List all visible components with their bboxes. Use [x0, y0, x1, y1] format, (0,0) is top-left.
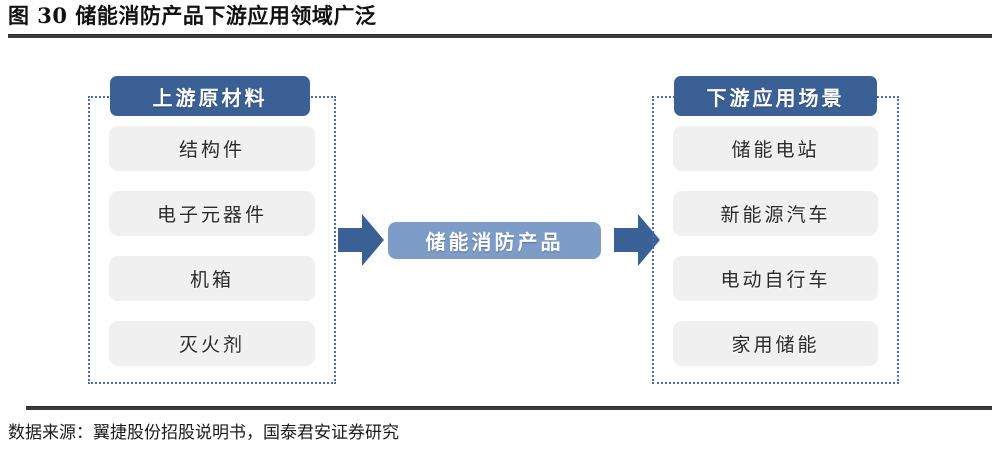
list-item[interactable]: 机箱 — [109, 256, 315, 301]
upstream-column-header: 上游原材料 — [110, 76, 310, 116]
downstream-column: 下游应用场景 储能电站 新能源汽车 电动自行车 家用储能 — [652, 76, 899, 384]
figure-title: 图 30 储能消防产品下游应用领域广泛 — [8, 3, 377, 28]
arrow-right-icon — [338, 212, 384, 268]
downstream-item-list: 储能电站 新能源汽车 电动自行车 家用储能 — [673, 126, 878, 366]
list-item[interactable]: 电子元器件 — [109, 191, 315, 236]
title-divider — [8, 34, 992, 38]
source-divider — [26, 406, 992, 410]
source-note: 数据来源：翼捷股份招股说明书，国泰君安证券研究 — [8, 423, 399, 443]
list-item[interactable]: 储能电站 — [673, 126, 878, 171]
center-product-box[interactable]: 储能消防产品 — [388, 222, 601, 259]
upstream-column: 上游原材料 结构件 电子元器件 机箱 灭火剂 — [88, 76, 336, 384]
downstream-column-header: 下游应用场景 — [674, 76, 877, 116]
list-item[interactable]: 家用储能 — [673, 321, 878, 366]
list-item[interactable]: 新能源汽车 — [673, 191, 878, 236]
arrow-right-icon — [614, 212, 660, 268]
list-item[interactable]: 灭火剂 — [109, 321, 315, 366]
upstream-item-list: 结构件 电子元器件 机箱 灭火剂 — [109, 126, 315, 366]
list-item[interactable]: 结构件 — [109, 126, 315, 171]
list-item[interactable]: 电动自行车 — [673, 256, 878, 301]
